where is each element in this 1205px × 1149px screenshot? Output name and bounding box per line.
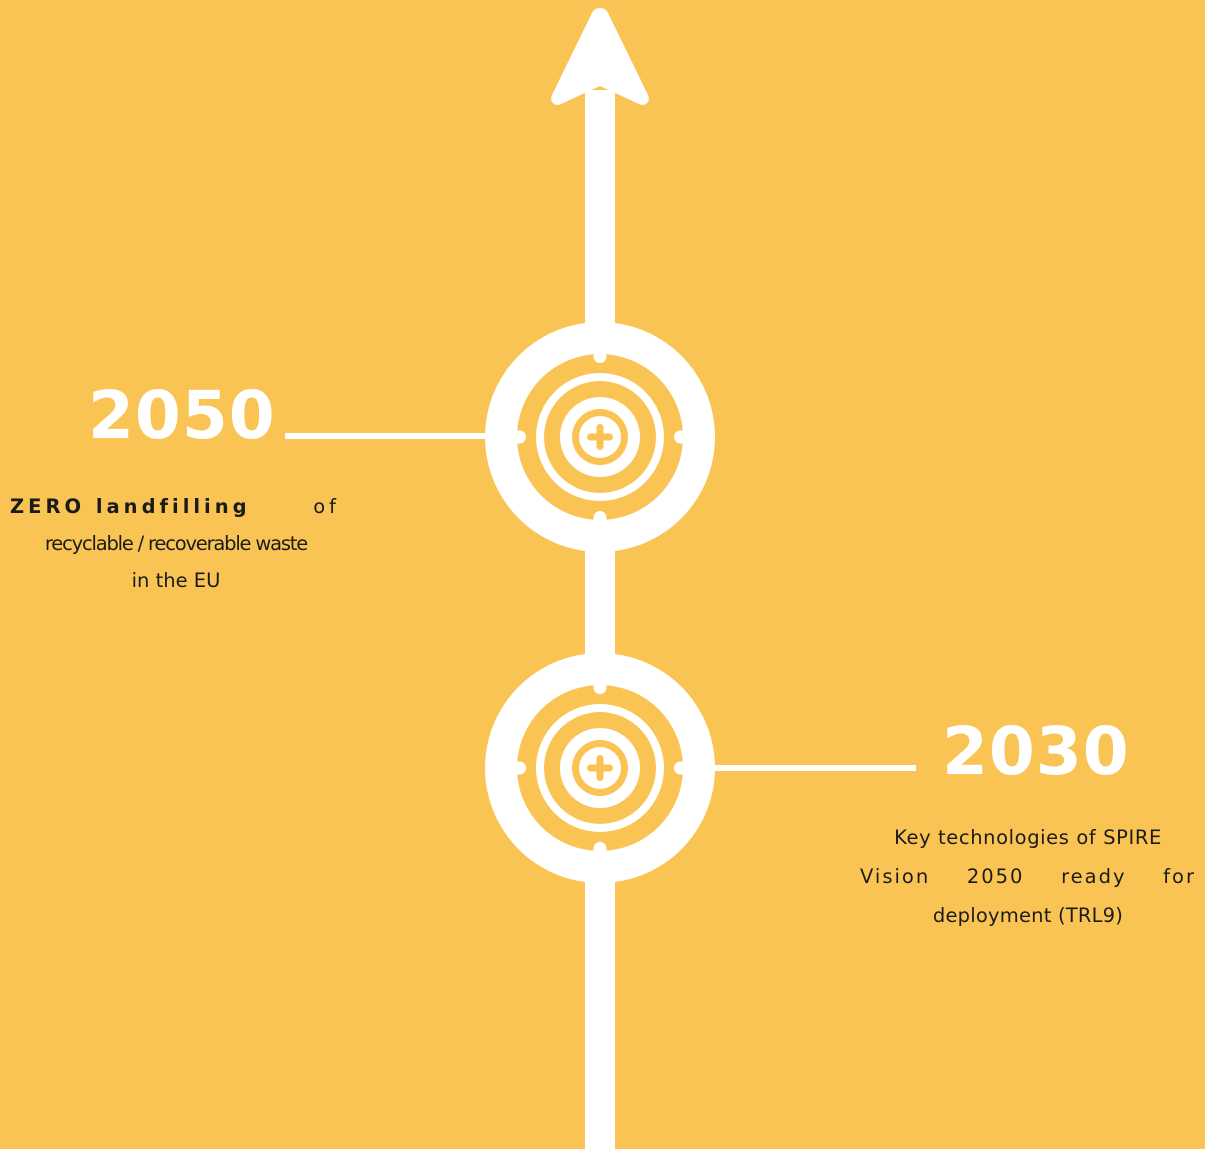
description-emphasis: ZERO landfilling — [10, 495, 251, 518]
target-plus-icon — [485, 653, 715, 883]
description-line-2: Vision 2050 ready for — [860, 857, 1196, 896]
connector-line-2030 — [710, 765, 916, 771]
milestone-year-2030: 2030 — [942, 713, 1130, 790]
description-line-1: Key technologies of SPIRE — [894, 826, 1162, 849]
milestone-description-2030: Key technologies of SPIRE Vision 2050 re… — [860, 818, 1196, 935]
timeline-shaft — [585, 90, 615, 1149]
description-word: for — [1163, 865, 1196, 888]
description-line-2: recyclable / recoverable waste — [44, 532, 308, 555]
description-line-3: deployment (TRL9) — [932, 904, 1124, 927]
description-text: of — [313, 495, 340, 518]
description-line-3: in the EU — [131, 569, 221, 592]
milestone-description-2050: ZERO landfilling of recyclable / recover… — [0, 488, 352, 599]
description-word: Vision — [860, 865, 931, 888]
up-arrow-icon — [551, 8, 649, 105]
target-plus-icon — [485, 322, 715, 552]
description-line-1: ZERO landfilling of — [0, 488, 352, 525]
milestone-year-2050: 2050 — [88, 377, 276, 454]
description-word: ready — [1061, 865, 1127, 888]
description-word: 2050 — [966, 865, 1025, 888]
connector-line-2050 — [285, 433, 490, 439]
